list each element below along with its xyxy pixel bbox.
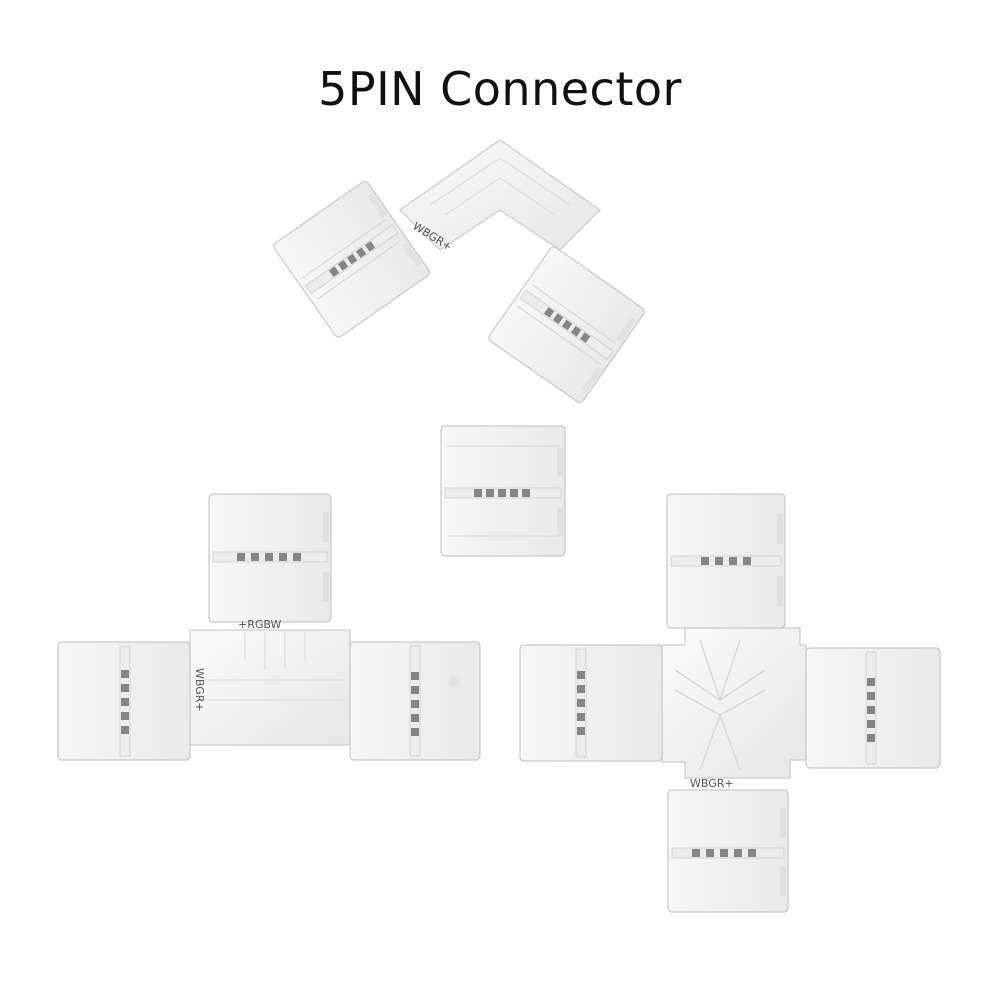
t-right-clip — [349, 641, 481, 761]
x-right-clip — [805, 647, 941, 769]
l-shape-connector: WBGR+ — [271, 139, 647, 405]
x-shape-connector: WBGR+ — [519, 493, 941, 913]
t-shape-connector: +RGBW WBGR+ — [57, 493, 481, 761]
x-pin-label: WBGR+ — [690, 777, 734, 790]
t-left-clip — [57, 641, 191, 761]
x-bottom-clip — [667, 789, 789, 913]
t-top-clip — [208, 493, 332, 623]
l-left-clip — [271, 179, 432, 340]
x-top-clip — [666, 493, 786, 629]
x-left-clip — [519, 644, 663, 762]
l-right-clip — [486, 244, 647, 405]
page-title: 5PIN Connector — [318, 62, 682, 116]
t-pin-label-side: WBGR+ — [193, 668, 206, 712]
t-pin-label-top: +RGBW — [238, 618, 282, 631]
straight-connector — [440, 425, 566, 557]
